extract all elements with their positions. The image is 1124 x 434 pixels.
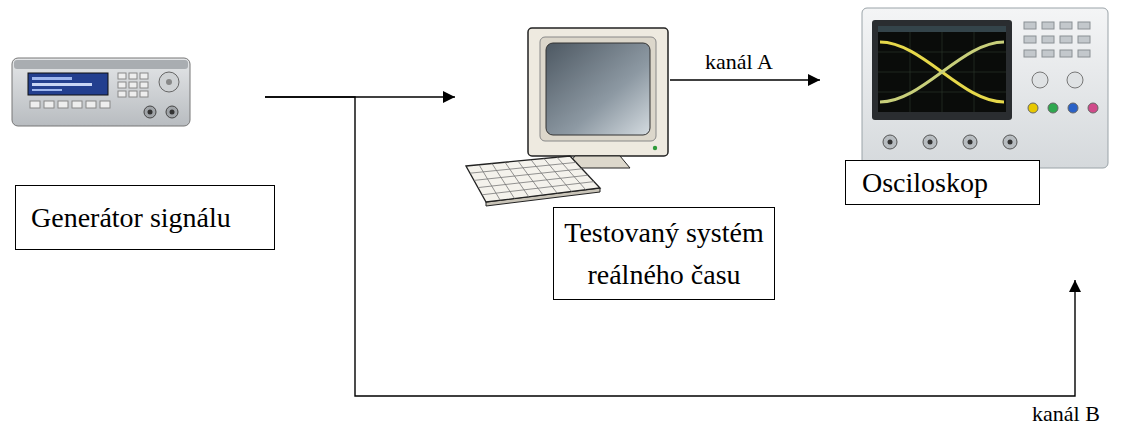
illustration-part xyxy=(140,91,148,97)
illustration-part xyxy=(492,164,515,199)
signal-wire xyxy=(265,97,1075,396)
illustration-part xyxy=(44,101,54,108)
illustration-part xyxy=(883,135,1017,149)
device-label: Osciloskop xyxy=(862,166,988,200)
computer-illustration xyxy=(466,28,668,206)
illustration-part xyxy=(546,43,650,135)
illustration-part xyxy=(144,106,156,118)
device-group: Osciloskop xyxy=(820,5,1110,280)
illustration-part xyxy=(1060,50,1072,57)
illustration-part xyxy=(148,110,153,115)
illustration-part xyxy=(166,106,178,118)
illustration-part xyxy=(14,60,188,69)
illustration-part xyxy=(1042,22,1054,29)
illustration-part xyxy=(653,146,657,150)
illustration-part xyxy=(1042,50,1054,57)
illustration-part xyxy=(166,79,172,85)
illustration-part xyxy=(1008,140,1013,145)
illustration-part xyxy=(1078,50,1090,57)
device-group: Testovaný systém reálného času xyxy=(455,25,670,205)
illustration-part xyxy=(888,140,893,145)
illustration-part xyxy=(118,82,126,88)
illustration-part xyxy=(1088,103,1098,113)
illustration-part xyxy=(72,101,82,108)
illustration-part xyxy=(923,135,937,149)
illustration-part xyxy=(32,89,62,91)
illustration-part xyxy=(466,156,600,202)
illustration-part xyxy=(1024,36,1036,43)
label-box: Testovaný systém reálného času xyxy=(553,207,775,300)
illustration-part xyxy=(557,157,586,190)
illustration-part xyxy=(1078,22,1090,29)
signal-wire xyxy=(670,79,820,80)
illustration-part xyxy=(86,101,96,108)
device-group: Generátor signálu xyxy=(10,50,265,130)
label-box: Generátor signálu xyxy=(15,185,275,250)
illustration-part xyxy=(1024,50,1036,57)
illustration-part xyxy=(880,42,1004,102)
illustration-part xyxy=(129,91,137,97)
illustration-part xyxy=(878,92,1006,93)
illustration-part xyxy=(928,140,933,145)
illustration-part xyxy=(140,73,148,79)
illustration-part xyxy=(1060,22,1072,29)
device-label: Testovaný systém reálného času xyxy=(562,212,766,296)
illustration-part xyxy=(1028,103,1038,113)
illustration-part xyxy=(170,110,175,115)
illustration-part xyxy=(12,58,190,126)
illustration-part xyxy=(1068,103,1078,113)
illustration-part xyxy=(1024,22,1036,29)
illustration-part xyxy=(129,73,137,79)
illustration-part xyxy=(100,101,110,108)
illustration-part xyxy=(466,156,600,206)
illustration-part xyxy=(872,20,1012,120)
illustration-part xyxy=(1060,36,1072,43)
illustration-part xyxy=(28,73,108,95)
illustration-part xyxy=(118,91,126,97)
label-box: Osciloskop xyxy=(845,160,1040,205)
channel-label: kanál B xyxy=(1030,402,1102,426)
illustration-part xyxy=(159,72,179,92)
illustration-part xyxy=(880,42,1004,102)
illustration-part xyxy=(968,140,973,145)
channel-label: kanál A xyxy=(703,50,775,74)
illustration-part xyxy=(58,101,68,108)
illustration-part xyxy=(883,135,897,149)
illustration-part xyxy=(862,8,1108,168)
illustration-part xyxy=(129,82,137,88)
illustration-part xyxy=(531,160,557,194)
illustration-part xyxy=(878,26,1006,112)
signal-generator-illustration xyxy=(12,58,190,126)
illustration-part xyxy=(470,157,594,200)
illustration-part xyxy=(479,165,500,201)
illustration-part xyxy=(544,159,572,192)
illustration-part xyxy=(528,28,668,156)
illustration-part xyxy=(32,77,72,80)
illustration-part xyxy=(118,73,126,79)
oscilloscope-illustration xyxy=(862,8,1108,168)
illustration-part xyxy=(30,101,40,108)
illustration-part xyxy=(878,52,1006,53)
illustration-part xyxy=(140,82,148,88)
illustration-part xyxy=(1048,103,1058,113)
device-label: Generátor signálu xyxy=(31,201,231,235)
illustration-part xyxy=(505,162,529,197)
illustration-part xyxy=(1032,72,1048,88)
illustration-part xyxy=(878,26,1006,32)
illustration-part xyxy=(1003,135,1017,149)
illustration-part xyxy=(30,73,148,108)
illustration-part xyxy=(878,32,1006,112)
illustration-part xyxy=(1067,72,1083,88)
illustration-part xyxy=(32,83,92,86)
illustration-part xyxy=(963,135,977,149)
illustration-part xyxy=(540,37,656,141)
illustration-part xyxy=(1042,36,1054,43)
illustration-part xyxy=(1078,36,1090,43)
illustration-part xyxy=(1024,22,1090,57)
illustration-part xyxy=(518,161,543,195)
